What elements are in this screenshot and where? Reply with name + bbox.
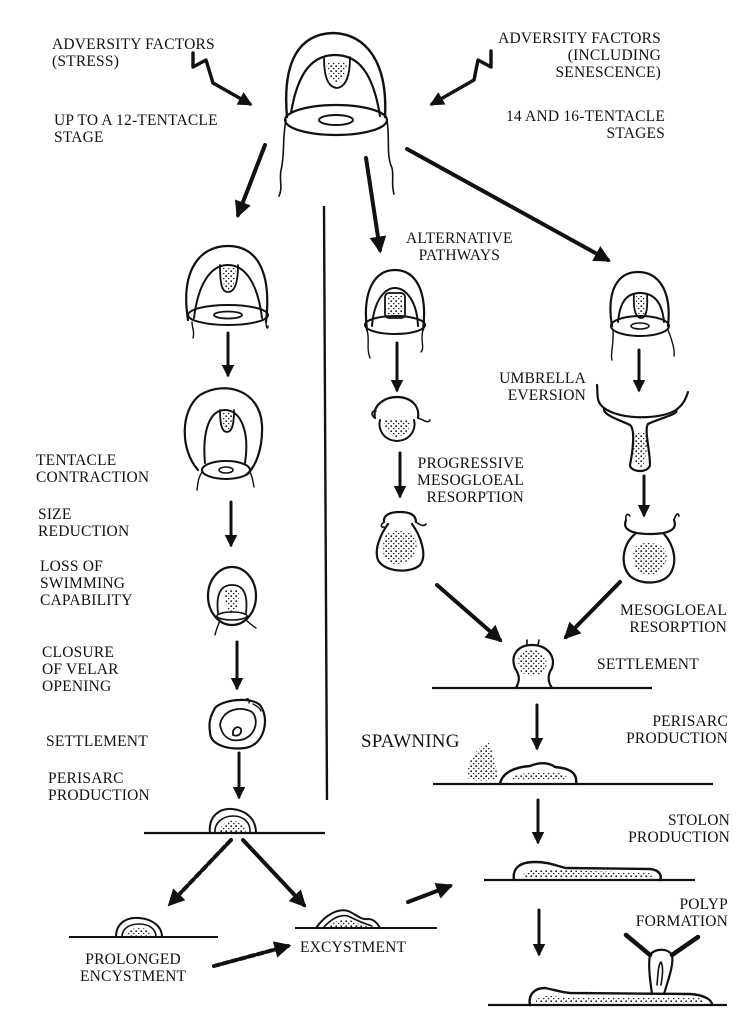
label-excystment: EXCYSTMENT (300, 939, 406, 956)
label-line: PRODUCTION (628, 829, 730, 846)
label-settlement-left: SETTLEMENT (46, 733, 148, 750)
label-line: STAGE (54, 129, 104, 146)
label-line: PERISARC (652, 713, 728, 730)
label-line: PRODUCTION (626, 730, 728, 747)
label-perisarc-right: PERISARC PRODUCTION (626, 713, 728, 747)
dashed-arrow-to-excystment (212, 941, 292, 968)
label-line: STOLON (667, 812, 730, 829)
label-line: RESORPTION (629, 619, 727, 636)
label-line: SPAWNING (361, 731, 460, 752)
label-perisarc-left: PERISARC PRODUCTION (48, 770, 150, 804)
label-line: PROGRESSIVE (417, 455, 525, 472)
cyst-excysting (315, 909, 381, 929)
label-line: FORMATION (635, 913, 728, 930)
label-polyp-formation: POLYP FORMATION (636, 896, 728, 930)
label-line: LOSS OF (40, 558, 103, 575)
cyst-left (208, 807, 257, 834)
label-line: ADVERSITY FACTORS (498, 30, 661, 47)
label-adversity-stress: ADVERSITY FACTORS (STRESS) (52, 36, 215, 70)
label-line: PATHWAYS (418, 247, 501, 264)
label-line: (STRESS) (52, 53, 120, 70)
label-line: CLOSURE (42, 644, 115, 661)
label-line: RESORPTION (426, 489, 525, 506)
label-line: TENTACLE (36, 452, 117, 469)
label-line: OF VELAR (42, 661, 119, 678)
label-line: (INCLUDING (567, 47, 661, 64)
medusa-right-everted (595, 383, 690, 473)
stolon (512, 860, 662, 882)
medusa-middle (364, 268, 426, 359)
label-line: SIZE (38, 506, 72, 523)
medusa-middle-resorbed (375, 510, 427, 572)
label-14-16-tentacle-stages: 14 AND 16-TENTACLE STAGES (506, 108, 665, 142)
adversity-arrow-left (191, 51, 253, 106)
arrow-middle-to-settlement (435, 583, 503, 643)
label-mesogloeal-resorption: MESOGLOEAL RESORPTION (620, 602, 727, 636)
label-spawning: SPAWNING (361, 732, 460, 752)
arrow-to-right-pathway (405, 147, 611, 262)
medusa-left-small (206, 565, 258, 636)
label-line: SENESCENCE) (555, 64, 661, 81)
label-line: ADVERSITY FACTORS (52, 36, 215, 53)
label-line: EVERSION (507, 387, 586, 404)
label-line: REDUCTION (38, 523, 130, 540)
label-line: ALTERNATIVE (406, 230, 513, 247)
perisarc-cyst (498, 761, 578, 786)
label-12-tentacle-stage: UP TO A 12-TENTACLE STAGE (54, 112, 218, 146)
arrow-to-left-pathway (234, 143, 267, 219)
label-line: CAPABILITY (40, 592, 133, 609)
label-line: UMBRELLA (499, 370, 586, 387)
medusa-right-resorbed (622, 513, 680, 584)
label-line: OPENING (42, 678, 112, 695)
label-closure-velar: CLOSURE OF VELAR OPENING (42, 644, 119, 695)
label-line: SETTLEMENT (597, 656, 699, 673)
label-progressive-resorption: PROGRESSIVE MESOGLOEAL RESORPTION (417, 455, 524, 506)
label-prolonged-encystment: PROLONGED ENCYSTMENT (80, 951, 186, 985)
label-line: SWIMMING (40, 575, 126, 592)
polyp (528, 932, 714, 1007)
medusa-left-stage1 (185, 244, 269, 339)
adversity-arrow-right (429, 49, 493, 106)
label-line: 14 AND 16-TENTACLE (505, 108, 665, 125)
label-settlement-right: SETTLEMENT (597, 656, 699, 673)
label-line: ENCYSTMENT (80, 968, 187, 985)
label-line: PROLONGED (85, 951, 181, 968)
label-line: STAGES (606, 125, 665, 142)
medusa-right (609, 270, 675, 361)
label-line: POLYP (679, 896, 728, 913)
medusa-left-closed (208, 698, 267, 750)
label-loss-of-swimming: LOSS OF SWIMMING CAPABILITY (40, 558, 133, 609)
arrow-right-to-settlement (563, 580, 622, 640)
pathway-divider (322, 205, 329, 801)
dashed-arrow-to-prolonged-encystment (167, 838, 233, 907)
label-line: SETTLEMENT (46, 733, 148, 750)
spawning-cloud (468, 741, 498, 781)
medusa-left-contracted (183, 387, 264, 491)
label-line: PERISARC (48, 770, 124, 787)
arrow-to-middle-pathway (364, 156, 387, 254)
label-line: UP TO A 12-TENTACLE (54, 112, 218, 129)
medusa-middle-resorbing (371, 395, 431, 442)
arrow-excystment-to-stolon (406, 882, 454, 904)
label-tentacle-contraction: TENTACLE CONTRACTION (36, 452, 149, 486)
label-umbrella-eversion: UMBRELLA EVERSION (499, 370, 586, 404)
label-line: MESOGLOEAL (417, 472, 525, 489)
label-line: CONTRACTION (36, 469, 150, 486)
label-adversity-senescence: ADVERSITY FACTORS (INCLUDING SENESCENCE) (498, 30, 661, 81)
label-size-reduction: SIZE REDUCTION (38, 506, 129, 540)
settled-medusa (512, 639, 554, 690)
cyst-prolonged (115, 916, 163, 938)
label-line: PRODUCTION (48, 787, 150, 804)
label-stolon-production: STOLON PRODUCTION (628, 812, 730, 846)
label-line: MESOGLOEAL (619, 602, 727, 619)
label-alternative-pathways: ALTERNATIVE PATHWAYS (406, 230, 513, 264)
medusa-adult (278, 31, 395, 197)
arrow-to-excystment (241, 838, 307, 908)
label-line: EXCYSTMENT (300, 939, 407, 956)
